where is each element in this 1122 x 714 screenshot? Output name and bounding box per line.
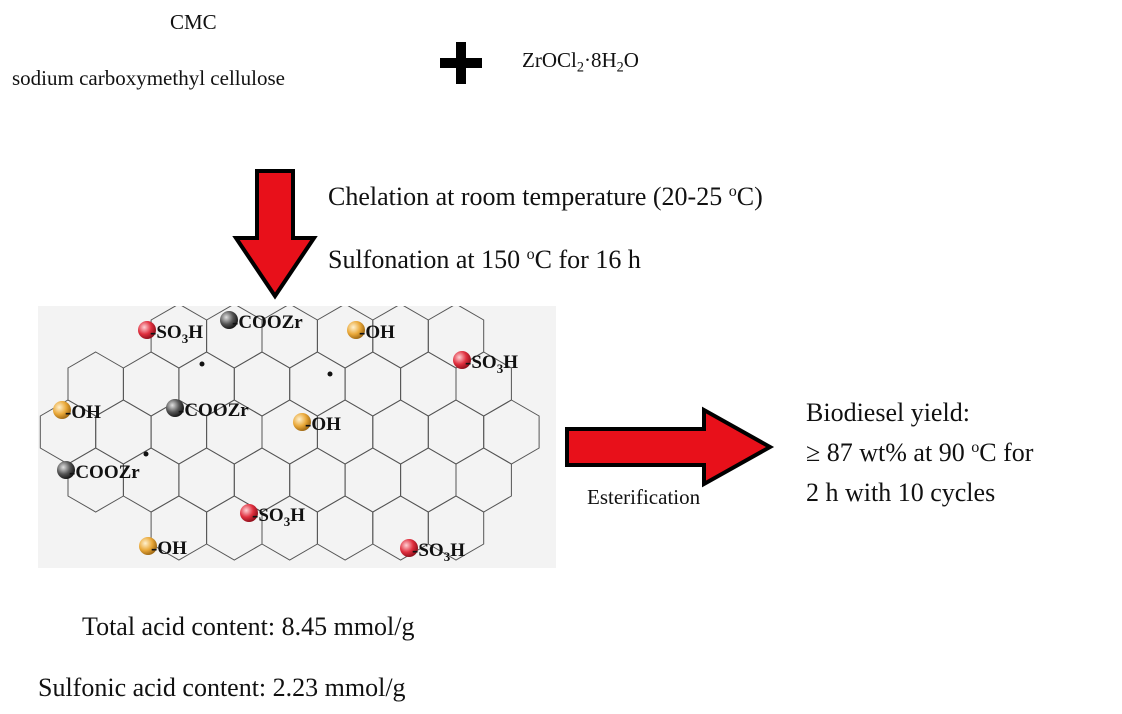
total-acid-content: Total acid content: 8.45 mmol/g bbox=[82, 612, 415, 641]
hexagon-cell bbox=[427, 399, 485, 465]
cmc-abbrev: CMC bbox=[170, 10, 217, 34]
carboxyl-zirconium-group: -COOZr bbox=[166, 399, 249, 421]
svg-text:-COOZr: -COOZr bbox=[232, 312, 303, 333]
carboxyl-zirconium-group: -COOZr bbox=[220, 311, 303, 333]
hexagon-cell bbox=[344, 351, 402, 417]
svg-text:-OH: -OH bbox=[65, 402, 101, 423]
svg-text:-SO3H: -SO3H bbox=[150, 322, 203, 346]
sulfonic-group: -SO3H bbox=[138, 321, 203, 346]
biodiesel-yield-value: ≥ 87 wt% at 90 oC for bbox=[806, 438, 1034, 467]
hexagon-cell bbox=[289, 447, 346, 513]
hexagon-cell bbox=[400, 447, 457, 513]
hexagon-grid bbox=[39, 306, 540, 561]
esterification-label: Esterification bbox=[587, 485, 701, 509]
svg-text:-COOZr: -COOZr bbox=[178, 400, 249, 421]
svg-text:-OH: -OH bbox=[151, 538, 187, 559]
svg-text:-OH: -OH bbox=[305, 414, 341, 435]
svg-text:-SO3H: -SO3H bbox=[412, 540, 465, 564]
carboxyl-zirconium-group: -COOZr bbox=[57, 461, 140, 483]
hexagon-cell bbox=[483, 399, 540, 465]
zirconium-salt-formula: ZrOCl2·8H2O bbox=[522, 48, 639, 76]
synthesis-arrow bbox=[232, 169, 318, 300]
hexagon-cell bbox=[344, 447, 402, 513]
sulfonic-group: -SO3H bbox=[240, 504, 305, 529]
svg-text:-SO3H: -SO3H bbox=[252, 505, 305, 529]
hexagon-cell bbox=[427, 495, 485, 561]
hexagon-cell bbox=[178, 447, 235, 513]
svg-text:-OH: -OH bbox=[359, 322, 395, 343]
hydroxyl-group: -OH bbox=[347, 321, 395, 343]
hydroxyl-group: -OH bbox=[53, 401, 101, 423]
hydroxyl-group: -OH bbox=[139, 537, 187, 559]
sulfonic-group: -SO3H bbox=[400, 539, 465, 564]
chelation-condition: Chelation at room temperature (20-25 oC) bbox=[328, 182, 763, 211]
hexagon-cell bbox=[95, 399, 152, 465]
plus-icon bbox=[440, 42, 482, 84]
hexagon-cell bbox=[372, 399, 429, 465]
hexagon-cell bbox=[455, 447, 512, 513]
hexagon-cell bbox=[289, 351, 346, 417]
hydroxyl-group: -OH bbox=[293, 413, 341, 435]
hexagon-cell bbox=[400, 351, 457, 417]
lattice-dots bbox=[143, 361, 333, 457]
carbon-lattice: -SO3H -SO3H -SO3H -SO3H -COOZr -COOZr -C… bbox=[39, 306, 540, 564]
catalyst-structure: -SO3H -SO3H -SO3H -SO3H -COOZr -COOZr -C… bbox=[38, 306, 556, 568]
biodiesel-yield-cycles: 2 h with 10 cycles bbox=[806, 478, 996, 507]
esterification-arrow bbox=[565, 406, 775, 488]
cmc-name: sodium carboxymethyl cellulose bbox=[12, 66, 285, 90]
sulfonic-acid-content: Sulfonic acid content: 2.23 mmol/g bbox=[38, 673, 406, 702]
svg-text:-SO3H: -SO3H bbox=[465, 352, 518, 376]
biodiesel-yield-title: Biodiesel yield: bbox=[806, 398, 970, 427]
sulfonic-group: -SO3H bbox=[453, 351, 518, 376]
hexagon-cell bbox=[316, 495, 374, 561]
hexagon-cell bbox=[233, 447, 291, 513]
svg-text:-COOZr: -COOZr bbox=[69, 462, 140, 483]
sulfonation-condition: Sulfonation at 150 oC for 16 h bbox=[328, 245, 641, 274]
